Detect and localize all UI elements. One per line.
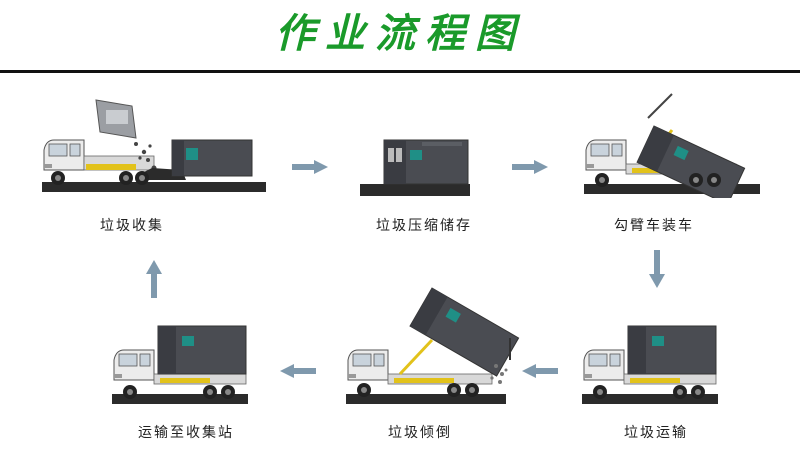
flow-arrow-right-2 <box>512 160 548 174</box>
stage-garbage-dumping <box>340 282 520 408</box>
label-garbage-transport: 垃圾运输 <box>624 425 688 441</box>
label-compression-storage: 垃圾压缩储存 <box>376 218 472 234</box>
flow-arrow-up <box>146 260 162 298</box>
title-divider <box>0 70 800 73</box>
flow-arrow-left-1 <box>522 364 558 378</box>
flow-arrow-right-1 <box>292 160 328 174</box>
dumping-illustration <box>346 287 520 404</box>
compression-illustration <box>360 139 470 196</box>
label-hook-arm-loading: 勾臂车装车 <box>614 218 694 234</box>
label-garbage-dumping: 垃圾倾倒 <box>388 425 452 441</box>
label-garbage-collection: 垃圾收集 <box>100 218 164 234</box>
collection-illustration <box>42 99 266 192</box>
label-transport-to-station: 运输至收集站 <box>138 425 234 441</box>
stage-garbage-transport <box>576 318 722 408</box>
stage-hook-arm-loading <box>576 86 766 198</box>
flow-arrow-left-2 <box>280 364 316 378</box>
loading-illustration <box>584 93 760 198</box>
transport-illustration <box>582 325 718 404</box>
flow-arrow-down <box>649 250 665 288</box>
stage-compression-storage <box>360 130 470 198</box>
return-transport-illustration <box>112 325 248 404</box>
diagram-title: 作业流程图 <box>275 10 525 57</box>
stage-transport-to-station <box>106 318 252 408</box>
stage-garbage-collection <box>36 98 270 196</box>
